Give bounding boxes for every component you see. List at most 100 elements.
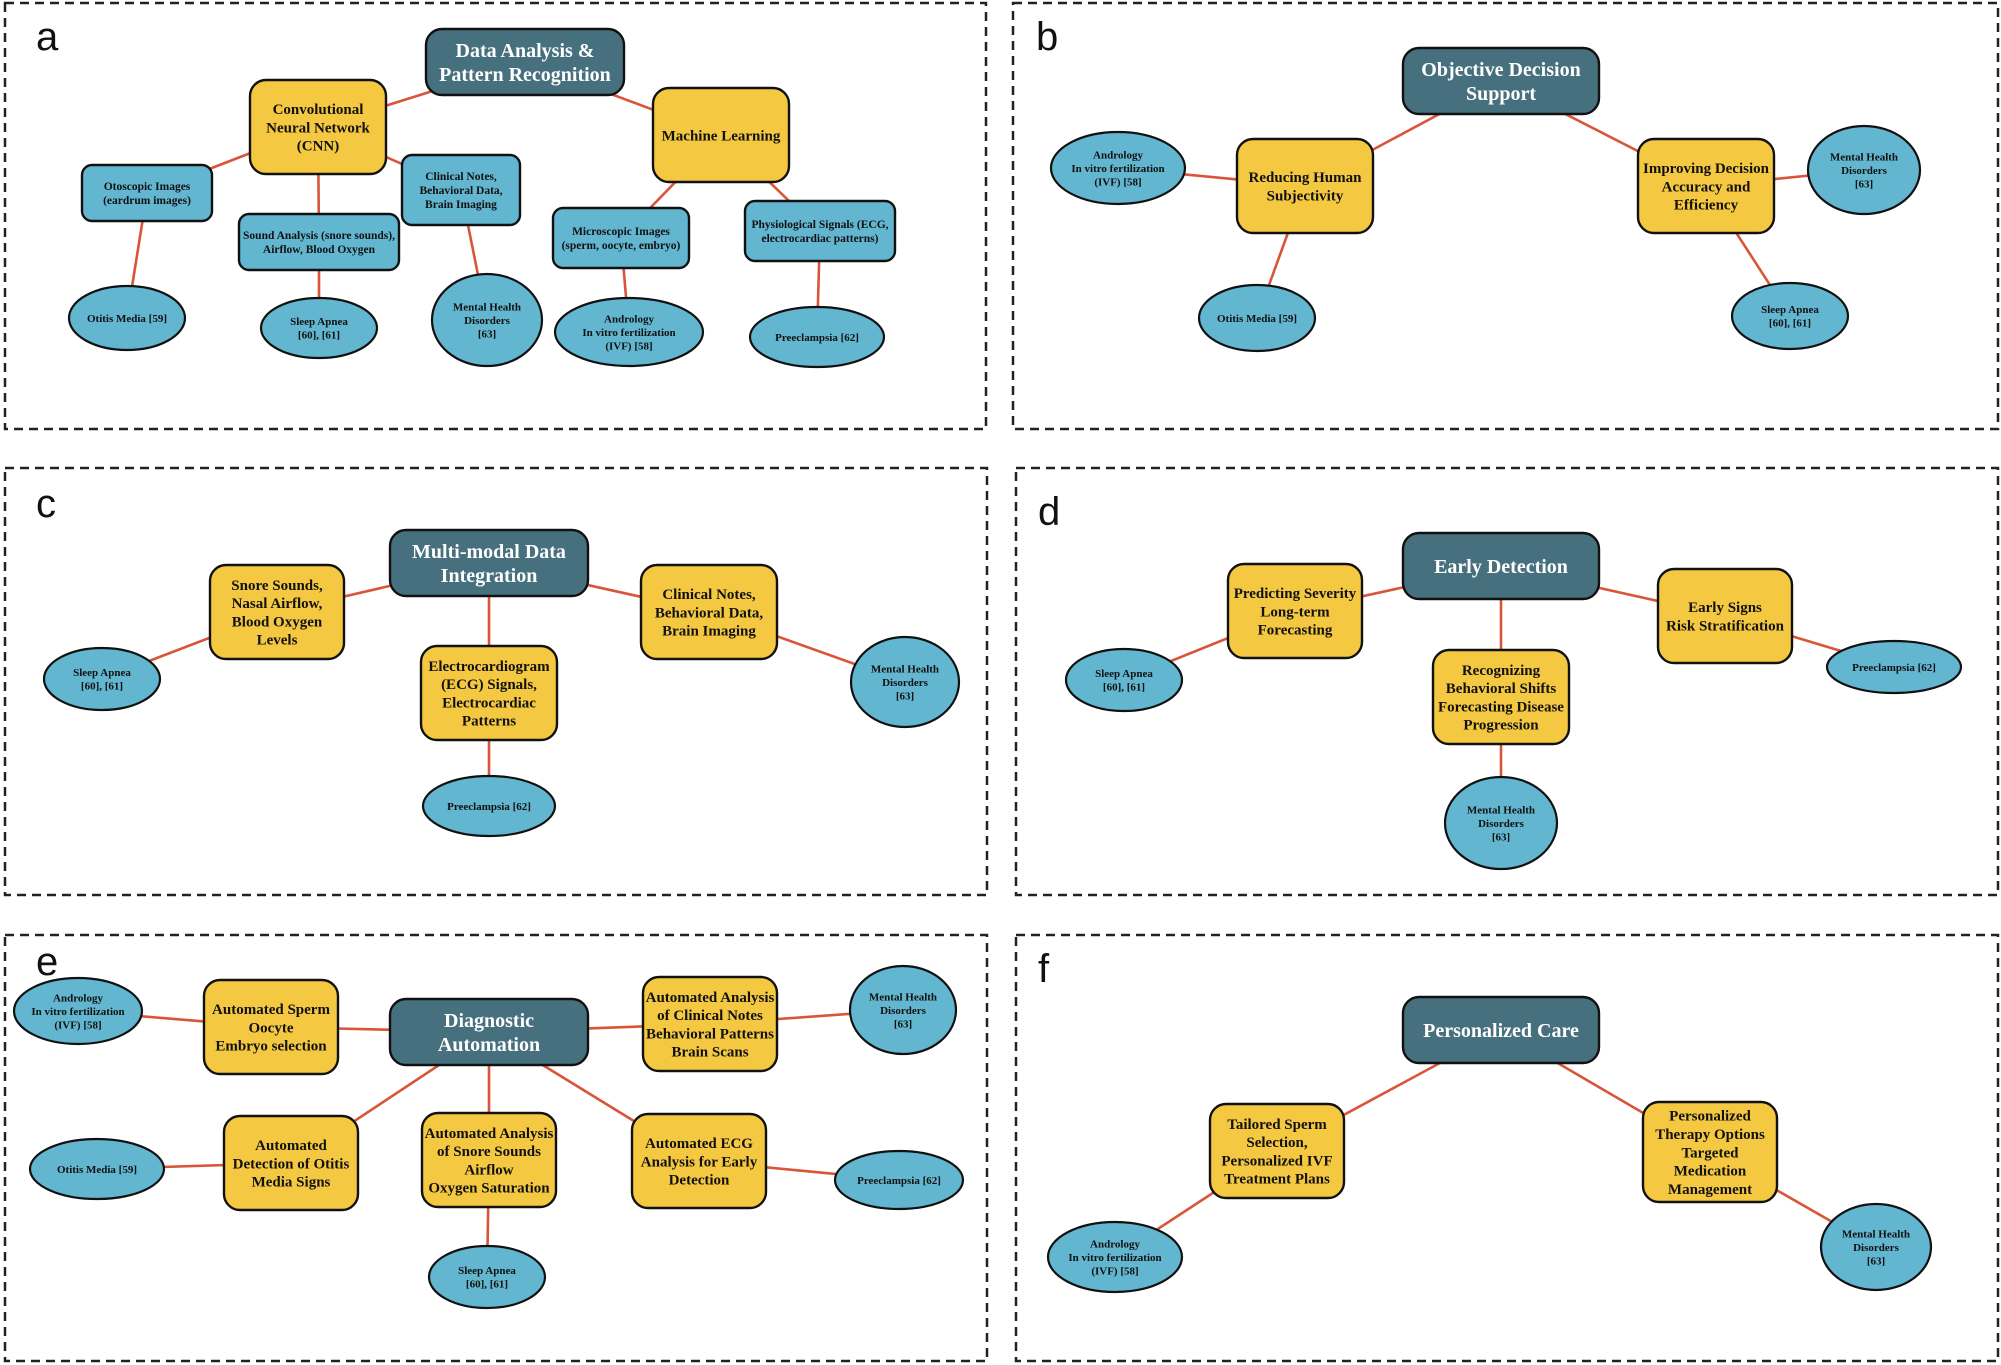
node-e-sperm-shape bbox=[202, 978, 340, 1076]
node-d-sleep-shape bbox=[1064, 647, 1184, 713]
node-f-tail-text-line: Tailored Sperm bbox=[1227, 1117, 1327, 1133]
node-e-ecg-text-line: Automated ECG bbox=[645, 1136, 753, 1152]
node-f-tail-text-line: Selection, bbox=[1246, 1135, 1307, 1151]
panel-e-label: e bbox=[36, 940, 58, 984]
node-e-andro-text-line: In vitro fertilization bbox=[31, 1006, 124, 1018]
node-e-otitis-text-line: Otitis Media [59] bbox=[57, 1164, 137, 1176]
node-f-mental-text-line: Disorders bbox=[1853, 1242, 1900, 1254]
node-a-cnn-text-line: Convolutional bbox=[273, 102, 364, 118]
node-b-mental-text-line: Mental Health bbox=[1830, 151, 1898, 163]
node-c-mental-text-line: Mental Health bbox=[871, 663, 939, 675]
node-e-sperm-text-line: Automated Sperm bbox=[212, 1002, 330, 1018]
node-c-ecg-text-line: (ECG) Signals, bbox=[441, 677, 537, 693]
node-f-andro-shape bbox=[1046, 1220, 1184, 1294]
node-c-root-text-line: Integration bbox=[441, 565, 538, 587]
node-b-red-text-line: Subjectivity bbox=[1267, 188, 1344, 204]
node-a-pre-text-line: Preeclampsia [62] bbox=[775, 332, 859, 344]
node-b-otitis: Otitis Media [59] bbox=[1197, 283, 1317, 353]
node-d-sleep-text-line: Sleep Apnea bbox=[1095, 668, 1153, 680]
node-a-sleep: Sleep Apnea[60], [61] bbox=[259, 296, 379, 360]
node-a-micro-text-line: (sperm, oocyte, embryo) bbox=[562, 240, 681, 252]
node-a-andro-shape bbox=[553, 296, 705, 368]
node-e-clin-text-line: Automated Analysis bbox=[646, 990, 775, 1006]
node-a-cnn-text-line: Neural Network bbox=[266, 120, 370, 136]
node-a-sound-text-line: Sound Analysis (snore sounds), bbox=[243, 230, 395, 242]
node-a-oto: Otoscopic Images(eardrum images) bbox=[80, 163, 214, 223]
node-e-sperm-text-line: Embryo selection bbox=[215, 1039, 327, 1055]
node-b-sleep-text-line: [60], [61] bbox=[1769, 318, 1811, 330]
node-c-ecg-text-line: Electrocardiogram bbox=[428, 659, 550, 675]
node-b-sleep-text-line: Sleep Apnea bbox=[1761, 304, 1819, 316]
node-b-imp-text-line: Efficiency bbox=[1674, 198, 1739, 214]
node-a-cnn-shape bbox=[248, 78, 388, 176]
node-b-sleep: Sleep Apnea [60], [61] bbox=[1730, 281, 1850, 351]
node-a-cnn-text-line: (CNN) bbox=[297, 139, 340, 155]
node-a-phys-text-line: electrocardiac patterns) bbox=[762, 233, 879, 245]
node-f-root-shape bbox=[1401, 995, 1601, 1065]
node-e-otitis-auto-shape bbox=[222, 1114, 360, 1212]
node-e-ecg-text-line: Analysis for Early bbox=[641, 1154, 758, 1170]
node-d-early-text-line: Risk Stratification bbox=[1666, 618, 1785, 634]
panel-b-label: b bbox=[1036, 15, 1058, 59]
node-a-root: Data Analysis &Pattern Recognition bbox=[424, 27, 626, 97]
node-a-clin-text-line: Clinical Notes, bbox=[425, 171, 497, 183]
node-e-snore-text-line: Oxygen Saturation bbox=[428, 1181, 550, 1197]
node-f-andro-text-line: Andrology bbox=[1090, 1238, 1140, 1250]
node-d-early-shape bbox=[1656, 567, 1794, 665]
node-e-sleep-shape bbox=[427, 1244, 547, 1310]
node-b-root-text-line: Objective Decision bbox=[1421, 59, 1580, 81]
node-a-andro-text-line: (IVF) [58] bbox=[605, 340, 652, 352]
node-c-ecg-text-line: Electrocardiac bbox=[442, 695, 536, 711]
node-a-sound-shape bbox=[237, 212, 401, 272]
node-b-andro-text-line: In vitro fertilization bbox=[1071, 163, 1164, 175]
node-e-sleep: Sleep Apnea[60], [61] bbox=[427, 1244, 547, 1310]
node-c-clin-text-line: Brain Imaging bbox=[662, 624, 756, 640]
node-f-pers-text-line: Medication bbox=[1674, 1164, 1747, 1180]
node-a-sleep-shape bbox=[259, 296, 379, 360]
node-c-clin-text-line: Behavioral Data, bbox=[655, 605, 764, 621]
node-b-mental-text-line: [63] bbox=[1855, 178, 1873, 190]
node-e-pre: Preeclampsia [62] bbox=[833, 1149, 965, 1211]
node-a-clin: Clinical Notes,Behavioral Data,Brain Ima… bbox=[400, 153, 522, 227]
node-a-mental-text-line: [63] bbox=[478, 328, 496, 340]
panel-f-frame bbox=[1014, 933, 2000, 1363]
node-d-sleep-text-line: [60], [61] bbox=[1103, 682, 1145, 694]
node-c-sleep: Sleep Apnea[60], [61] bbox=[42, 646, 162, 712]
node-a-pre-shape bbox=[748, 305, 886, 369]
node-b-imp-text-line: Accuracy and bbox=[1662, 179, 1751, 195]
node-f-tail-text-line: Personalized IVF bbox=[1221, 1153, 1332, 1169]
panel-f-label: f bbox=[1038, 947, 1050, 991]
node-a-micro-shape bbox=[551, 206, 691, 270]
node-c-clin-shape bbox=[639, 563, 779, 661]
node-e-ecg-shape bbox=[630, 1112, 768, 1210]
node-b-red-shape bbox=[1235, 137, 1375, 235]
node-e-mental-shape bbox=[848, 964, 958, 1056]
node-f-tail-shape bbox=[1208, 1102, 1346, 1200]
node-d-rec-shape bbox=[1431, 648, 1571, 746]
node-a-micro-text-line: Microscopic Images bbox=[572, 226, 670, 238]
node-d-pred-shape bbox=[1226, 562, 1364, 660]
node-e-sperm-text-line: Oocyte bbox=[249, 1020, 294, 1036]
node-e-ecg-text-line: Detection bbox=[669, 1173, 730, 1189]
node-d-pred-text-line: Long-term bbox=[1260, 604, 1330, 620]
node-c-pre-shape bbox=[421, 774, 557, 838]
node-e-mental-text-line: Disorders bbox=[880, 1005, 927, 1017]
node-d-mental-text-line: Disorders bbox=[1478, 818, 1525, 830]
